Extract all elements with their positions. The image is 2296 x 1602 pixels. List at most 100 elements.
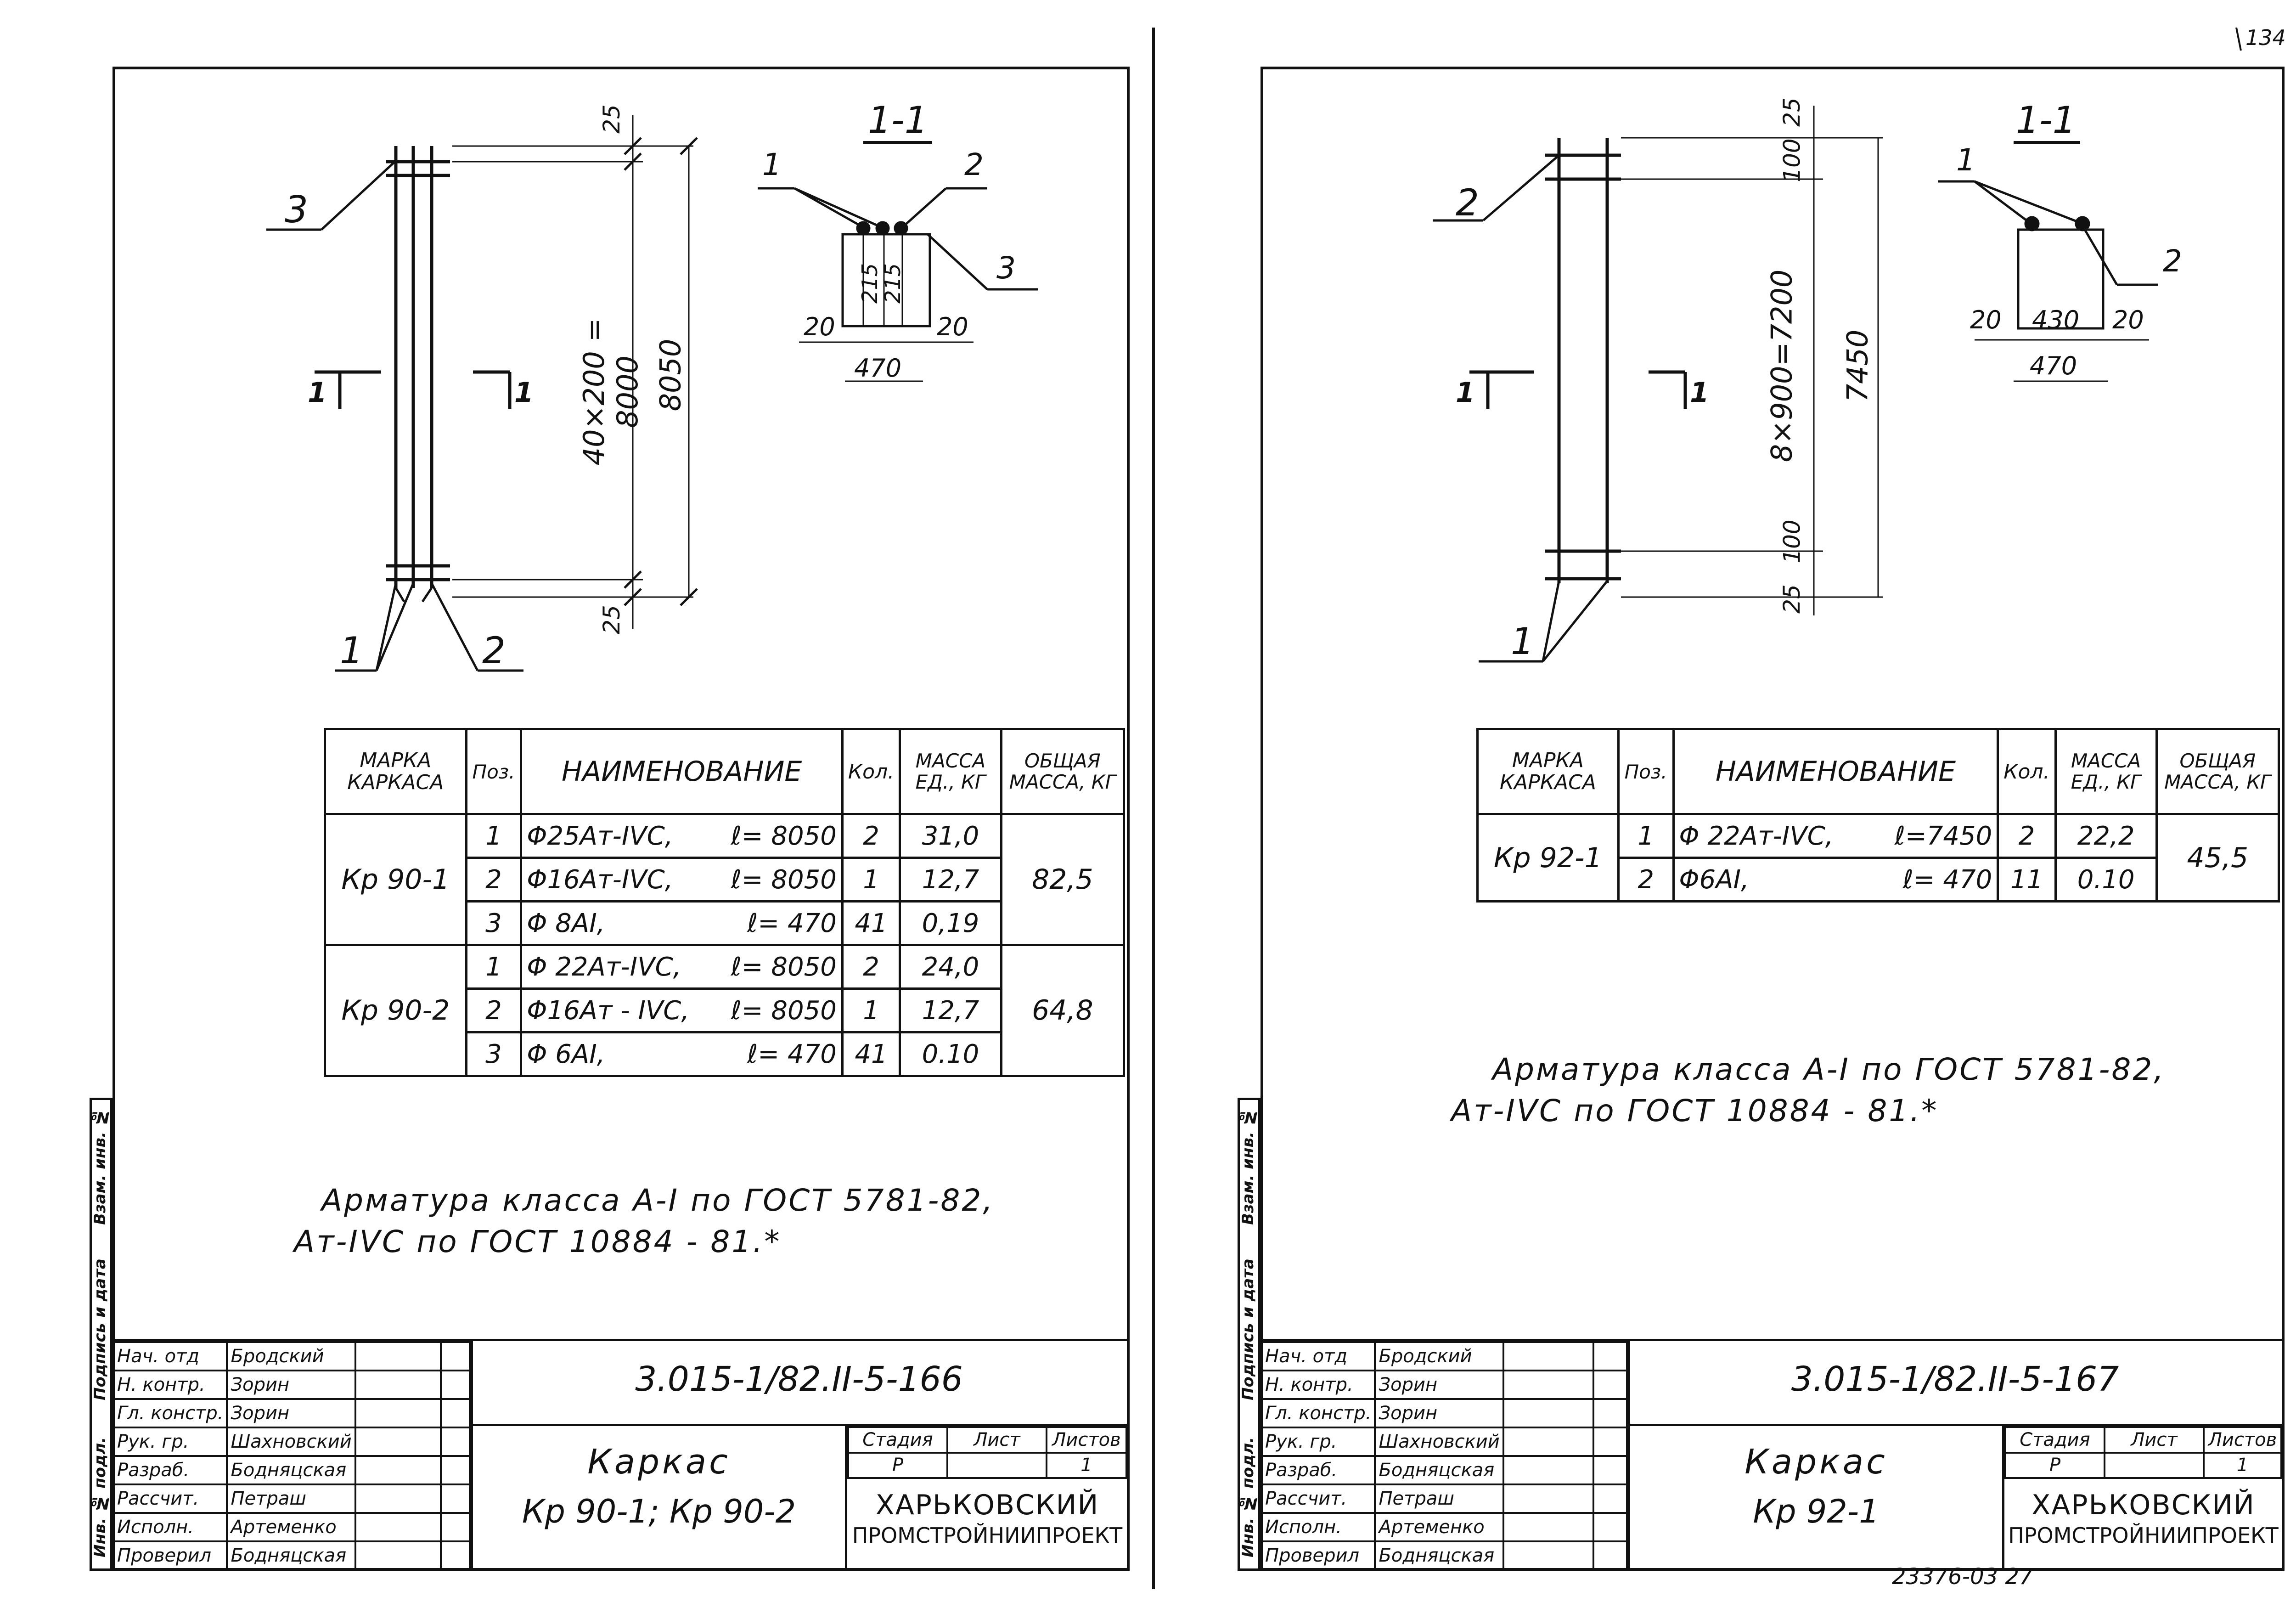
signature — [1502, 1484, 1594, 1514]
doc-number-cell — [1628, 1341, 2282, 1426]
dim-span: 40×200 = 8000 — [577, 318, 644, 466]
th-naim: НАИМЕНОВАНИЕ — [1672, 728, 1999, 815]
cell-mass: 24,0 — [899, 944, 1002, 990]
cell-total: 82,5 — [1000, 813, 1125, 946]
th-marka: МАРКА КАРКАСА — [1476, 728, 1620, 815]
org-line-1: ХАРЬКОВСКИЙ — [2032, 1489, 2255, 1521]
cell-kol: 41 — [841, 900, 901, 946]
dim-bottom2: 100 — [1778, 519, 1806, 564]
signature — [354, 1370, 442, 1400]
naim-text: Φ6AI, — [1679, 864, 1749, 895]
side-inv-podl-right: Инв. № подл. — [1239, 1437, 1257, 1558]
role: Исполн. — [1260, 1512, 1376, 1542]
name: Зорин — [226, 1370, 356, 1400]
th-poz: Поз. — [465, 728, 523, 815]
cell-poz: 1 — [465, 813, 523, 859]
cell-kol: 2 — [841, 944, 901, 990]
cell-kol: 1 — [841, 987, 901, 1033]
sec-dim-left: 20 — [1970, 305, 2002, 334]
signature — [354, 1341, 442, 1371]
len-text: ℓ= 8050 — [731, 952, 837, 982]
naim-text: Φ 8AI, — [527, 908, 605, 938]
footer-number: 23376-03 27 — [1892, 1564, 2033, 1590]
name: Бодняцская — [226, 1540, 356, 1571]
role: Исполн. — [112, 1512, 228, 1542]
cell-poz: 2 — [1617, 857, 1675, 903]
cell-poz: 1 — [465, 944, 523, 990]
th-obsh-massa: ОБЩАЯ МАССА, КГ — [1000, 728, 1125, 815]
cell-naim: Φ6AI, ℓ= 470 — [1672, 857, 1999, 903]
signature — [1502, 1427, 1594, 1457]
cell-naim: Φ 22Ат-IVС,ℓ= 8050 — [520, 944, 844, 990]
sheet-frame-right — [1261, 67, 2285, 1571]
th-obsh-massa: ОБЩАЯ МАССА, КГ — [2155, 728, 2280, 815]
list-label: Лист — [946, 1426, 1047, 1454]
sec-dim-total: 470 — [854, 354, 902, 383]
len-text: ℓ=7450 — [1894, 821, 1992, 851]
list-label: Лист — [2104, 1426, 2205, 1454]
stadiya-value: Р — [847, 1451, 948, 1479]
th-massa-ed: МАССА ЕД., КГ — [899, 728, 1002, 815]
date — [439, 1484, 471, 1514]
th-kol: Кол. — [1997, 728, 2057, 815]
cell-mass: 0,19 — [899, 900, 1002, 946]
signature — [1502, 1341, 1594, 1371]
dim-top2: 100 — [1778, 138, 1806, 182]
name: Зорин — [1374, 1398, 1504, 1428]
cell-mass: 22,2 — [2054, 813, 2158, 859]
sec-dim-mid2: 215 — [880, 263, 905, 304]
date — [1592, 1512, 1628, 1542]
role: Гл. констр. — [1260, 1398, 1376, 1428]
name: Бродский — [1374, 1341, 1504, 1371]
cell-poz: 1 — [1617, 813, 1675, 859]
sec-callout-1: 1 — [762, 147, 782, 182]
role: Разраб. — [1260, 1455, 1376, 1485]
listov-label: Листов — [2203, 1426, 2282, 1454]
role: Гл. констр. — [112, 1398, 228, 1428]
org-name: ХАРЬКОВСКИЙ ПРОМСТРОЙНИИПРОЕКТ — [847, 1488, 1127, 1549]
date — [1592, 1427, 1628, 1457]
name: Бродский — [226, 1341, 356, 1371]
stadiya-value: Р — [2004, 1451, 2105, 1479]
cell-poz: 3 — [465, 900, 523, 946]
dim-bottom: 25 — [1778, 584, 1805, 614]
role: Рук. гр. — [1260, 1427, 1376, 1457]
note-line-1: Арматура класса А-I по ГОСТ 5781-82, — [1492, 1052, 2166, 1087]
doc-number: 3.015-1/82.II-5-166 — [635, 1359, 963, 1399]
len-text: ℓ= 470 — [1902, 864, 1992, 895]
signature — [354, 1427, 442, 1457]
role: Рассчит. — [1260, 1484, 1376, 1514]
name: Бодняцская — [226, 1455, 356, 1485]
signature — [354, 1398, 442, 1428]
date — [1592, 1370, 1628, 1400]
cell-mass: 12,7 — [899, 857, 1002, 903]
date — [1592, 1398, 1628, 1428]
name: Артеменко — [1374, 1512, 1504, 1542]
note-line-1: Арматура класса А-I по ГОСТ 5781-82, — [321, 1183, 995, 1218]
signature — [354, 1540, 442, 1571]
stadiya-label: Стадия — [847, 1426, 948, 1454]
th-naim: НАИМЕНОВАНИЕ — [520, 728, 844, 815]
naim-text: Φ25Ат-IVС, — [527, 821, 673, 851]
cell-naim: Φ25Ат-IVС,ℓ= 8050 — [520, 813, 844, 859]
title-line-1: Каркас — [587, 1442, 731, 1482]
th-massa-ed: МАССА ЕД., КГ — [2054, 728, 2158, 815]
date — [1592, 1341, 1628, 1371]
signature — [1502, 1540, 1594, 1571]
listov-value: 1 — [2203, 1451, 2282, 1479]
sheet-frame-left — [113, 67, 1130, 1571]
spec-table-left: МАРКА КАРКАСА Поз. НАИМЕНОВАНИЕ Кол. МАС… — [324, 728, 1125, 1077]
stadiya-label: Стадия — [2004, 1426, 2105, 1454]
cell-naim: Φ16Ат - IVС,ℓ= 8050 — [520, 987, 844, 1033]
signature — [1502, 1512, 1594, 1542]
dim-span: 8×900=7200 — [1765, 269, 1799, 463]
date — [439, 1398, 471, 1428]
cell-kol: 11 — [1997, 857, 2057, 903]
name: Петраш — [1374, 1484, 1504, 1514]
callout-3: 3 — [285, 188, 308, 231]
cell-naim: Φ 22Ат-IVС,ℓ=7450 — [1672, 813, 1999, 859]
sec-dim-right: 20 — [2112, 305, 2144, 334]
